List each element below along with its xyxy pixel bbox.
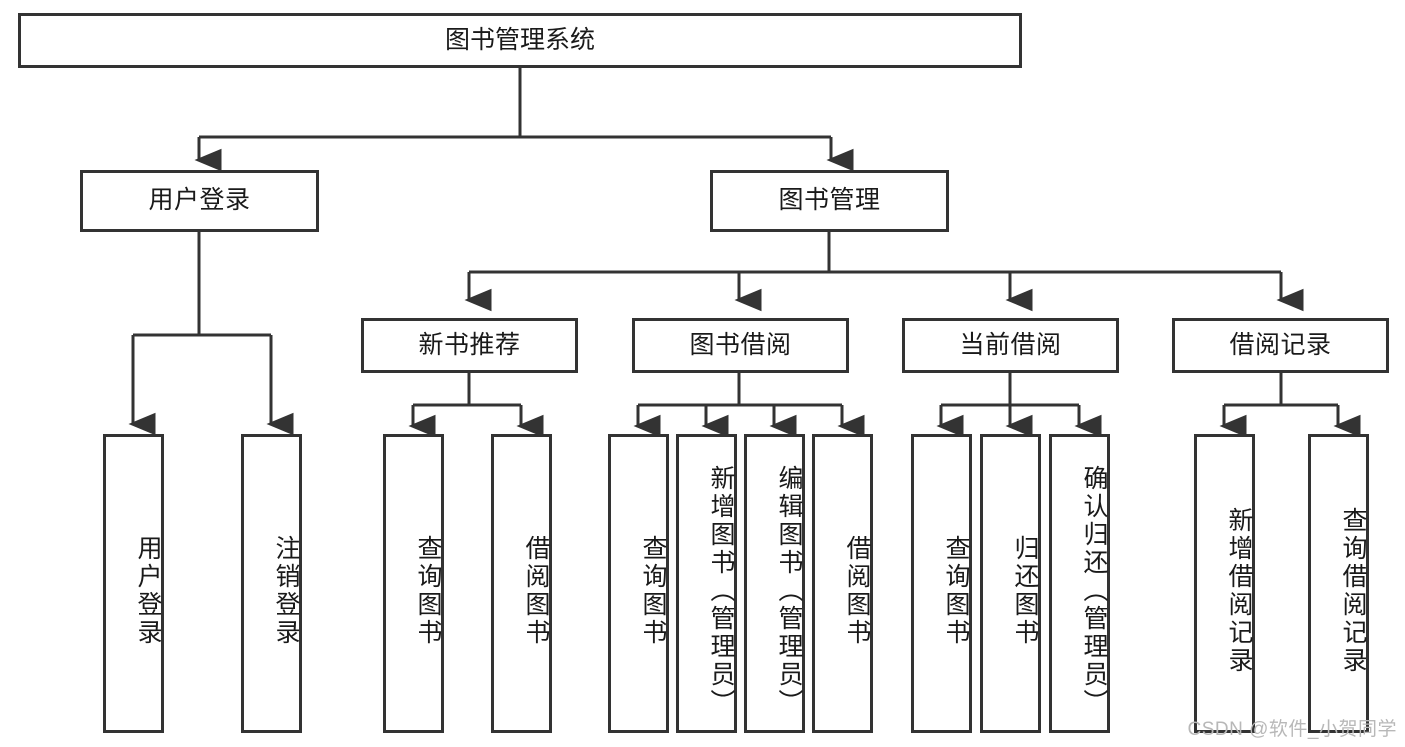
leaf-record-add-record[interactable]: 新增借阅记录: [1194, 434, 1255, 733]
leaf-current-return-book[interactable]: 归还图书: [980, 434, 1041, 733]
leaf-borrow-borrow-book[interactable]: 借阅图书: [812, 434, 873, 733]
node-book-management[interactable]: 图书管理: [710, 170, 949, 232]
leaf-label: 用户登录: [134, 534, 162, 647]
leaf-label: 归还图书: [1011, 534, 1039, 647]
leaf-label: 查询图书: [414, 534, 442, 647]
leaf-label: 查询图书: [942, 534, 970, 647]
leaf-label: 借阅图书: [522, 534, 550, 647]
node-book-borrow[interactable]: 图书借阅: [632, 318, 849, 373]
leaf-current-confirm-return-admin[interactable]: 确认归还（管理员）: [1049, 434, 1110, 733]
leaf-borrow-query-book[interactable]: 查询图书: [608, 434, 669, 733]
leaf-label: 查询借阅记录: [1339, 506, 1367, 675]
leaf-current-query-book[interactable]: 查询图书: [911, 434, 972, 733]
node-user-login[interactable]: 用户登录: [80, 170, 319, 232]
node-root[interactable]: 图书管理系统: [18, 13, 1022, 68]
leaf-borrow-add-book-admin[interactable]: 新增图书（管理员）: [676, 434, 737, 733]
leaf-label: 编辑图书（管理员）: [775, 464, 803, 717]
node-current-borrow[interactable]: 当前借阅: [902, 318, 1119, 373]
watermark-text: CSDN @软件_小贺同学: [1187, 719, 1397, 740]
leaf-label: 新增借阅记录: [1225, 506, 1253, 675]
leaf-label: 注销登录: [272, 534, 300, 647]
leaf-newbook-query-book[interactable]: 查询图书: [383, 434, 444, 733]
node-new-book-recommend[interactable]: 新书推荐: [361, 318, 578, 373]
leaf-borrow-edit-book-admin[interactable]: 编辑图书（管理员）: [744, 434, 805, 733]
leaf-label: 新增图书（管理员）: [707, 464, 735, 717]
leaf-label: 借阅图书: [843, 534, 871, 647]
leaf-newbook-borrow-book[interactable]: 借阅图书: [491, 434, 552, 733]
leaf-label: 确认归还（管理员）: [1080, 464, 1108, 717]
node-borrow-record[interactable]: 借阅记录: [1172, 318, 1389, 373]
leaf-record-query-record[interactable]: 查询借阅记录: [1308, 434, 1369, 733]
leaf-logout-login[interactable]: 注销登录: [241, 434, 302, 733]
leaf-label: 查询图书: [639, 534, 667, 647]
leaf-user-login[interactable]: 用户登录: [103, 434, 164, 733]
